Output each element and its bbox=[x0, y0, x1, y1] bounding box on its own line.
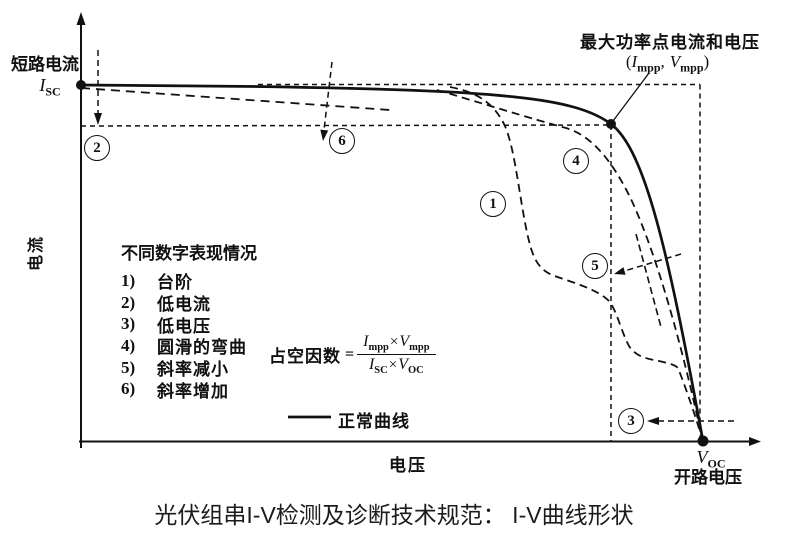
list-item: 5)斜率减小 bbox=[121, 357, 229, 380]
mpp-leader-line bbox=[612, 72, 650, 122]
slope-increase-curve bbox=[80, 87, 391, 111]
voc-symbol: VOC bbox=[696, 447, 726, 471]
isc-title: 短路电流 bbox=[11, 55, 79, 74]
mpp-point bbox=[606, 119, 616, 129]
list-item: 6)斜率增加 bbox=[121, 379, 229, 401]
x-axis-arrowhead-icon bbox=[749, 437, 761, 446]
formula-numerator: Impp×Vmpp bbox=[357, 333, 436, 355]
step-curve bbox=[449, 86, 703, 439]
marker-1: 1 bbox=[480, 191, 506, 217]
formula-name: 占空因数 bbox=[269, 347, 341, 366]
impp-level-dashed-line bbox=[80, 124, 612, 127]
list-item: 2)低电流 bbox=[121, 292, 211, 315]
normal-curve-legend-label: 正常曲线 bbox=[338, 412, 410, 431]
mpp-symbol: (Impp,Vmpp) bbox=[625, 52, 710, 75]
x-axis-label: 电压 bbox=[389, 456, 427, 475]
marker-5: 5 bbox=[582, 253, 608, 279]
figure-caption: 光伏组串I-V检测及诊断技术规范： I-V曲线形状 bbox=[154, 502, 634, 528]
marker-4: 4 bbox=[563, 148, 589, 174]
slope-decrease-curve bbox=[635, 233, 662, 328]
rounded-bend-curve bbox=[436, 89, 703, 439]
voc-title: 开路电压 bbox=[674, 468, 742, 487]
list-item: 1)台阶 bbox=[121, 270, 193, 293]
mpp-title: 最大功率点电流和电压 bbox=[580, 33, 760, 52]
y-axis-arrowhead-icon bbox=[76, 12, 86, 25]
marker5-arrow-line bbox=[620, 253, 682, 273]
voc-point bbox=[697, 435, 709, 447]
marker2-arrowhead-icon bbox=[94, 113, 102, 125]
marker6-arrow-line bbox=[323, 61, 333, 131]
isc-symbol: ISC bbox=[39, 75, 61, 99]
equals-sign: = bbox=[345, 345, 355, 363]
y-axis-label: 电流 bbox=[28, 235, 45, 272]
marker6-arrowhead-icon bbox=[320, 129, 329, 141]
fill-factor-formula: 占空因数 = Impp×Vmpp ISC×VOC bbox=[269, 333, 436, 376]
formula-denominator: ISC×VOC bbox=[368, 356, 424, 376]
marker5-arrowhead-icon bbox=[614, 267, 626, 275]
marker-6: 6 bbox=[329, 128, 355, 154]
formula-fraction: Impp×Vmpp ISC×VOC bbox=[357, 333, 436, 376]
condition-list: 不同数字表现情况 1)台阶 2)低电流 3)低电压 4)圆滑的弯曲 5)斜率减小… bbox=[121, 239, 257, 401]
isc-point bbox=[76, 80, 86, 90]
marker3-arrowhead-icon bbox=[647, 417, 659, 425]
marker-3: 3 bbox=[618, 408, 644, 434]
list-item: 4)圆滑的弯曲 bbox=[121, 335, 247, 358]
normal-iv-curve bbox=[79, 83, 705, 443]
marker-2: 2 bbox=[84, 135, 110, 161]
list-item: 3)低电压 bbox=[121, 314, 211, 336]
condition-list-title: 不同数字表现情况 bbox=[121, 244, 257, 263]
